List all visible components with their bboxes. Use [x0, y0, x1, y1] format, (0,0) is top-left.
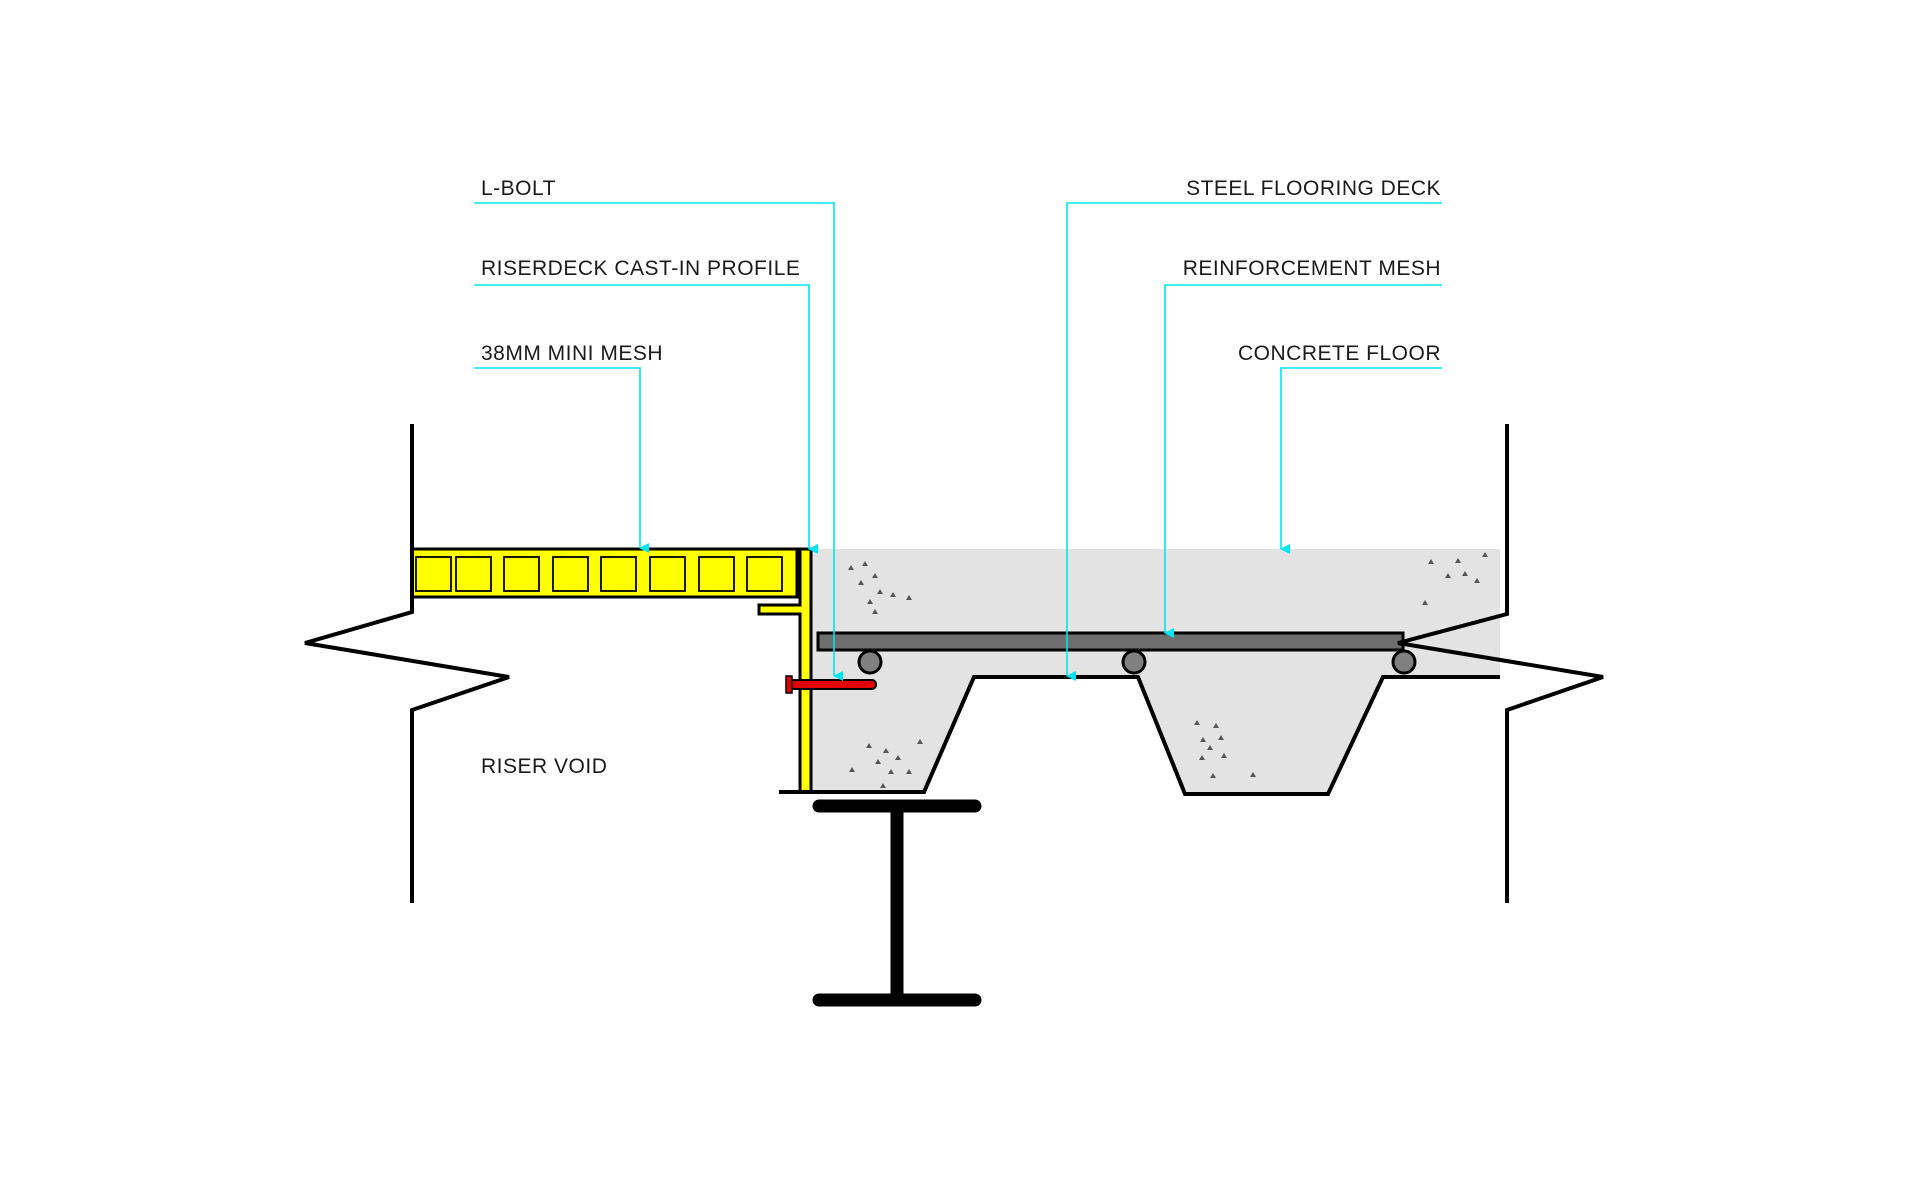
leader-l-bolt [474, 202, 843, 681]
right-break-outline [1397, 424, 1604, 903]
leader-lines [474, 202, 1442, 681]
riserdeck-cast-in-profile [757, 547, 813, 794]
label-l-bolt: L-BOLT [481, 177, 556, 200]
l-bolt [785, 675, 877, 694]
label-mini-mesh: 38MM MINI MESH [481, 342, 664, 365]
label-riser-void: RISER VOID [481, 755, 608, 778]
steel-i-beam [812, 799, 982, 1007]
concrete-floor [808, 549, 1500, 794]
label-reinforcement-mesh: REINFORCEMENT MESH [1182, 257, 1441, 280]
leader-mini-mesh [474, 367, 649, 553]
leader-reinforcement-mesh [1164, 284, 1442, 638]
label-riserdeck-profile: RISERDECK CAST-IN PROFILE [481, 257, 801, 280]
label-concrete-floor: CONCRETE FLOOR [1237, 342, 1441, 365]
rebar-circles [857, 649, 1417, 675]
label-steel-deck: STEEL FLOORING DECK [1186, 177, 1441, 200]
steel-flooring-deck [808, 675, 1500, 796]
left-break-outline [304, 424, 510, 903]
mini-mesh-grating [410, 547, 799, 599]
leader-steel-deck [1066, 202, 1442, 681]
concrete-aggregate [848, 552, 1488, 788]
leader-riserdeck-profile [474, 284, 818, 554]
leader-concrete-floor [1280, 367, 1442, 554]
reinforcement-mesh-bar [816, 631, 1405, 652]
